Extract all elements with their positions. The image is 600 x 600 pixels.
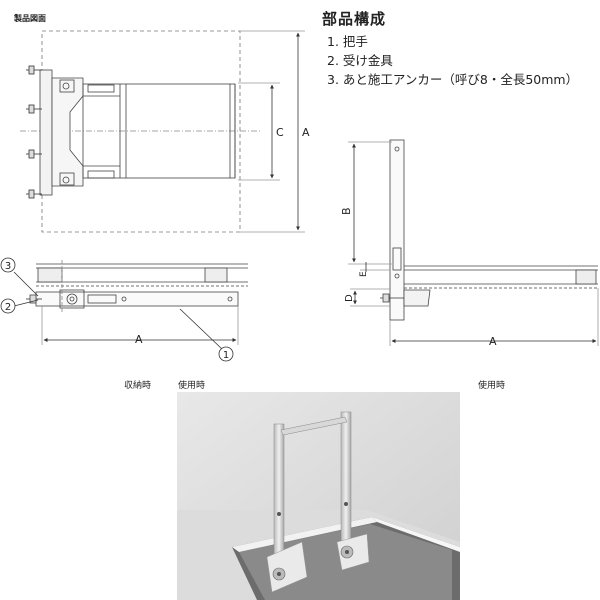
callout-2-number: 2 [5, 302, 11, 313]
technical-drawing: C A A 3 2 [0, 30, 599, 362]
caption-in-use-left: 使用時 [178, 381, 206, 391]
callout-2: 2 [0, 298, 16, 314]
drawing-label: 製品図面 [14, 14, 46, 23]
plan-view [20, 30, 305, 233]
callout-3-number: 3 [5, 261, 11, 272]
stored-section-view [13, 260, 248, 350]
dim-d-label: D [344, 294, 355, 302]
dim-b-label: B [340, 207, 353, 215]
in-use-section-view [348, 139, 599, 346]
dim-a-label-section: A [135, 333, 143, 346]
part-item-1: 1. 把手 [327, 34, 368, 49]
dim-a-label-plan: A [302, 126, 310, 139]
caption-in-use-right: 使用時 [478, 381, 506, 391]
parts-list: 1. 把手 2. 受け金具 3. あと施工アンカー（呼び8・全長50mm） [327, 32, 578, 89]
dim-c-label: C [276, 126, 284, 139]
callout-3: 3 [0, 257, 16, 273]
part-item-3: 3. あと施工アンカー（呼び8・全長50mm） [327, 72, 579, 87]
caption-stored: 収納時 [124, 381, 152, 391]
callout-1: 1 [218, 346, 234, 362]
dim-a-label-right: A [489, 335, 497, 348]
dim-e-label: E [359, 271, 369, 277]
part-item-2: 2. 受け金具 [327, 53, 393, 68]
in-use-photo [177, 392, 460, 600]
callout-1-number: 1 [223, 350, 229, 361]
parts-title: 部品構成 [322, 10, 387, 28]
